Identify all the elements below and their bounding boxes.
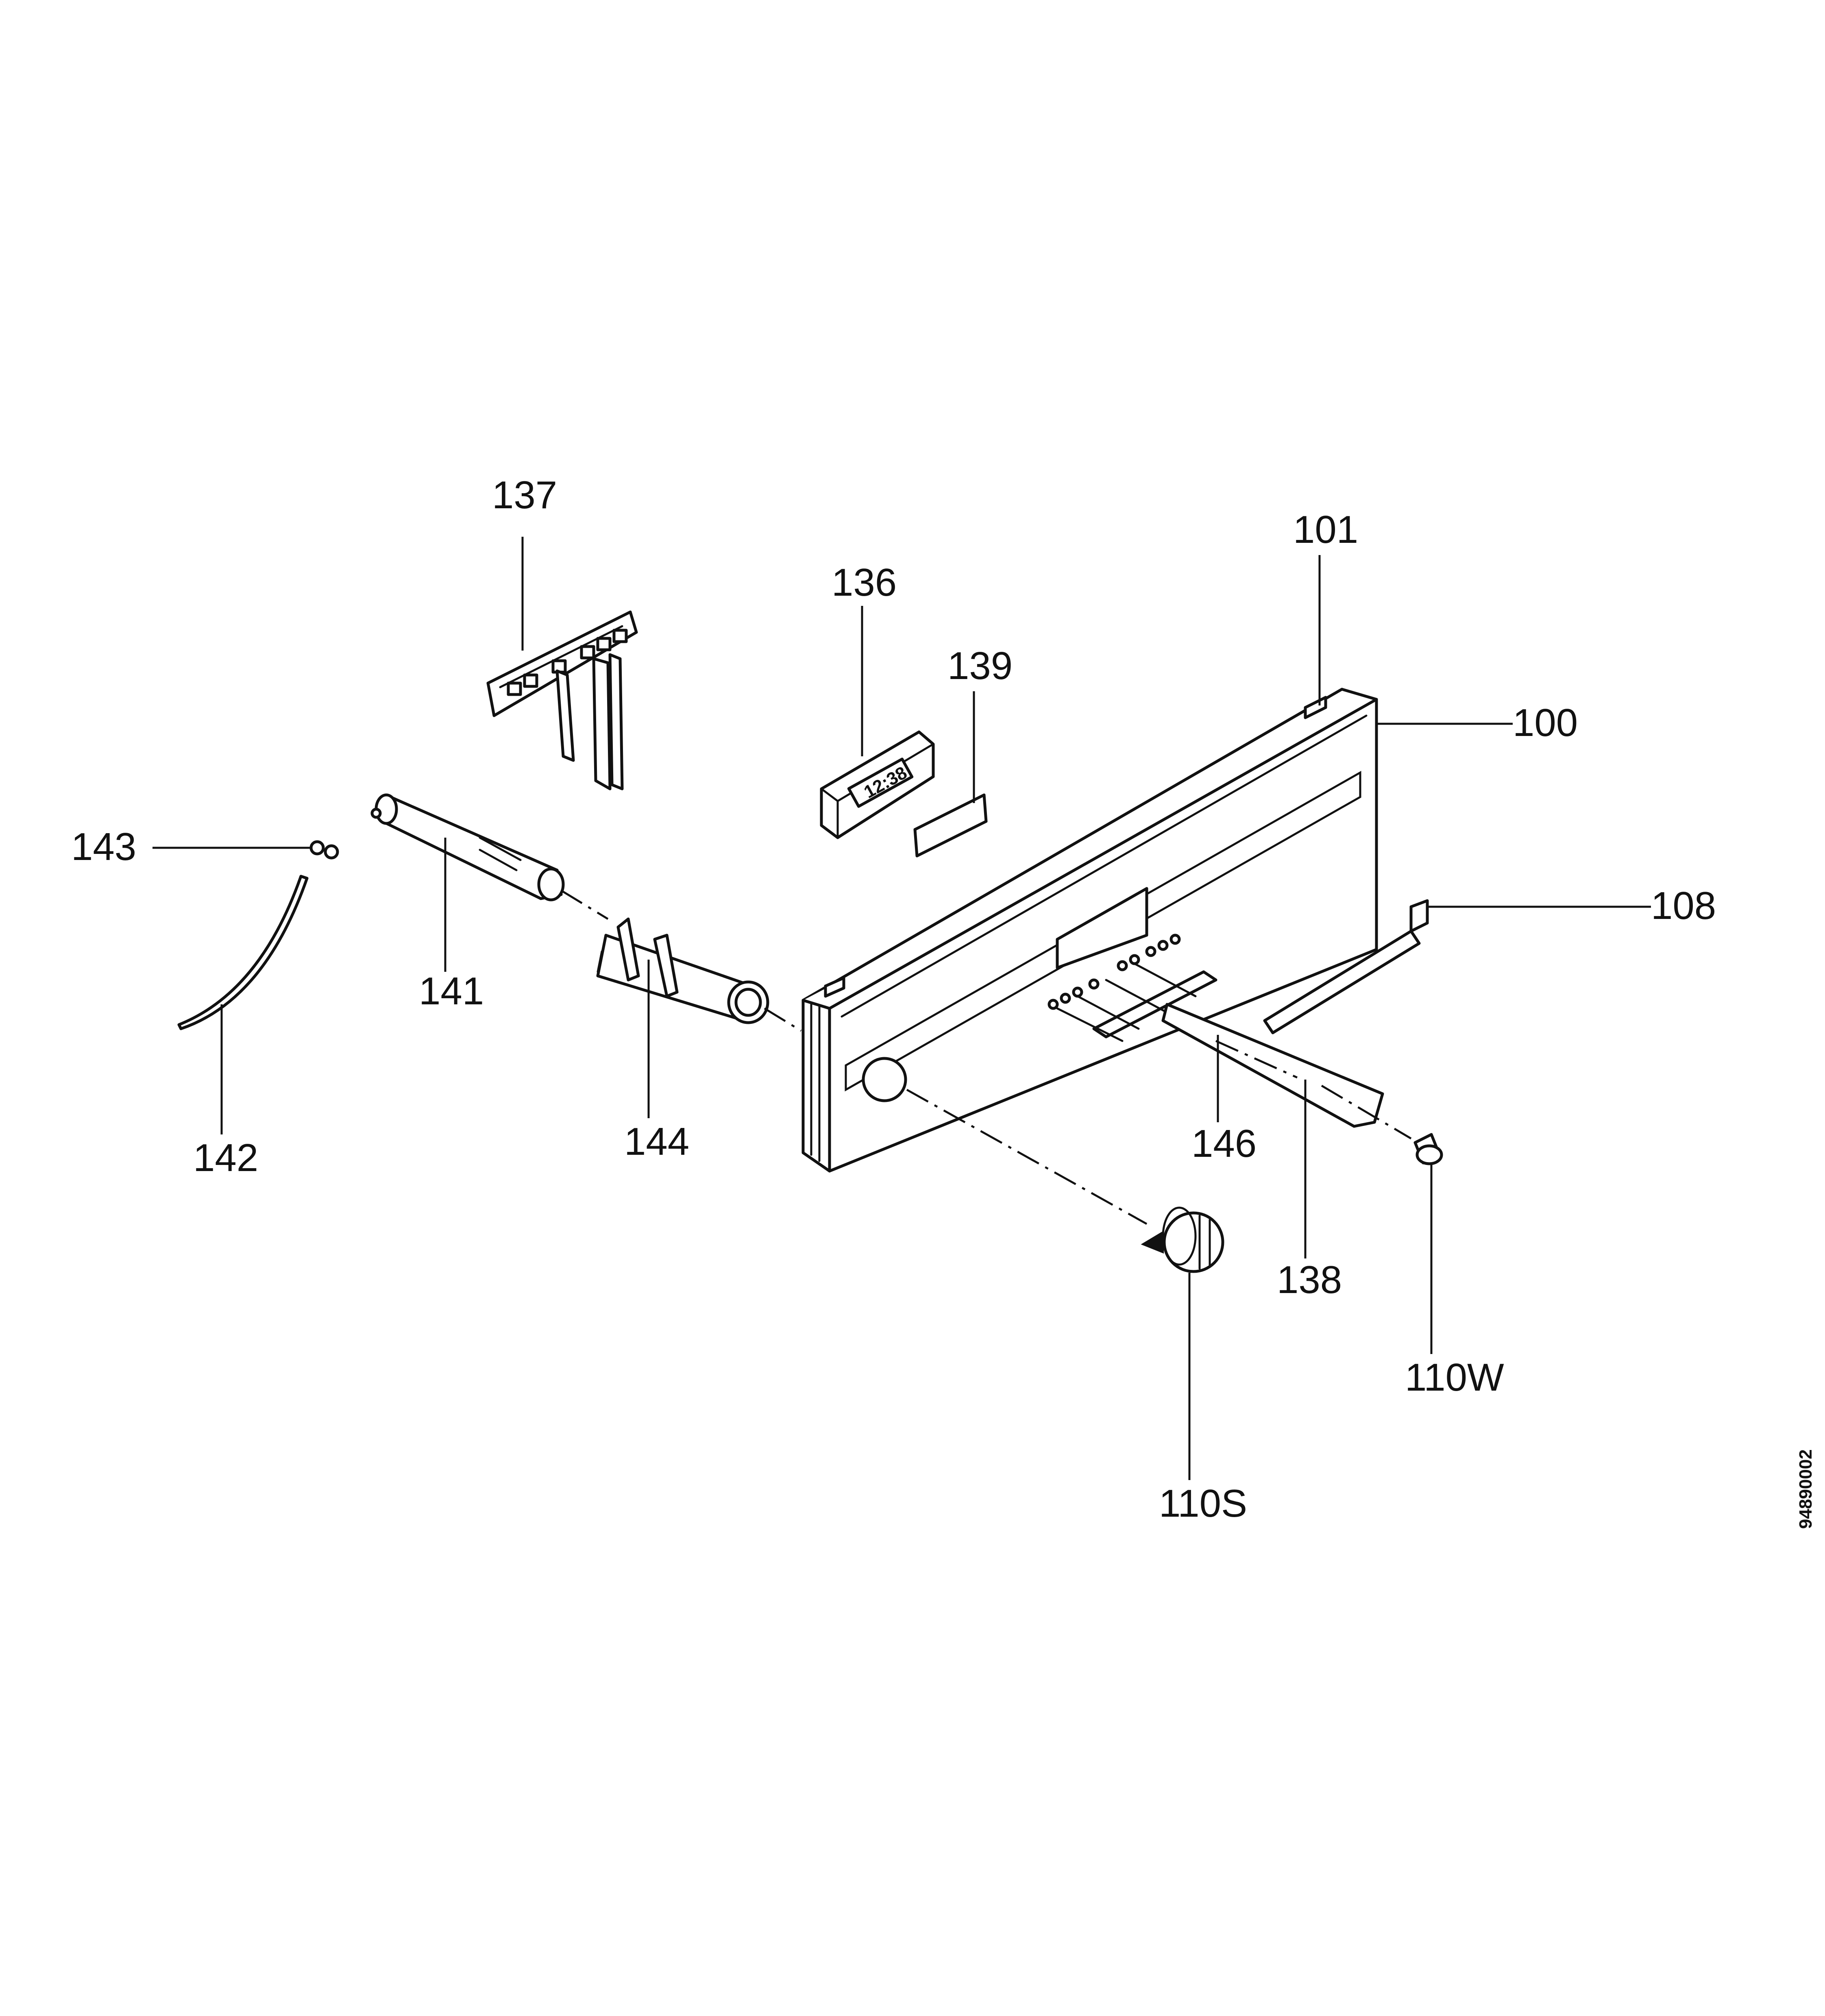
- part-136-timer-module: 12:38: [820, 730, 935, 839]
- part-100-control-panel: [801, 688, 1378, 1173]
- part-143-clip: [309, 840, 339, 860]
- label-110s: 110S: [1159, 1482, 1247, 1525]
- part-110s-selector-knob: [1141, 1206, 1224, 1273]
- label-136: 136: [832, 561, 897, 604]
- label-100: 100: [1513, 701, 1578, 745]
- part-144-lamp-socket: [596, 917, 769, 1024]
- part-110w-button-cap: [1413, 1133, 1443, 1165]
- label-141: 141: [419, 969, 484, 1013]
- label-137: 137: [492, 473, 557, 517]
- label-101: 101: [1293, 508, 1358, 551]
- part-142-wire: [177, 875, 309, 1030]
- part-141-lamp-holder: [370, 793, 565, 901]
- label-142: 142: [193, 1136, 258, 1180]
- leader-lines: [152, 537, 1651, 1480]
- label-144: 144: [624, 1120, 689, 1163]
- part-108-bracket: [1263, 899, 1429, 1034]
- assembly-axes: [560, 889, 1412, 1225]
- part-137-switch-strip: [486, 610, 638, 790]
- part-139-label: [913, 793, 988, 858]
- drawing-number: 94890002: [1796, 1449, 1816, 1529]
- label-108: 108: [1651, 884, 1716, 927]
- label-139: 139: [947, 644, 1013, 688]
- label-110w: 110W: [1405, 1356, 1504, 1399]
- label-146: 146: [1191, 1122, 1257, 1165]
- label-138: 138: [1277, 1258, 1342, 1302]
- label-143: 143: [71, 825, 136, 869]
